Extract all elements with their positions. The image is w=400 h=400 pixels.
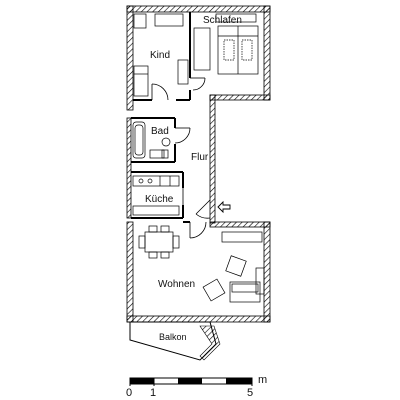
scale-tick-0: 0 <box>126 387 132 399</box>
bad-furniture <box>132 121 171 159</box>
scale-unit: m <box>258 374 267 386</box>
exterior-walls <box>126 5 271 323</box>
room-label-kueche: Küche <box>145 194 174 205</box>
room-label-schlafen: Schlafen <box>203 15 242 26</box>
room-label-flur: Flur <box>191 152 209 163</box>
kueche-furniture <box>132 175 180 216</box>
room-label-kind: Kind <box>150 50 170 61</box>
scale-tick-1: 1 <box>150 387 156 399</box>
balkon-rail <box>199 325 221 361</box>
kind-furniture <box>133 13 189 97</box>
scale-bar <box>129 377 253 386</box>
room-label-balkon: Balkon <box>159 332 187 342</box>
scale-tick-5: 5 <box>247 387 253 399</box>
room-label-wohnen: Wohnen <box>158 279 195 290</box>
room-label-bad: Bad <box>151 126 169 137</box>
schlafen-furniture <box>193 13 259 75</box>
wohnen-furniture <box>138 225 265 303</box>
interior-walls <box>131 12 191 223</box>
entrance-arrow-icon <box>217 200 231 214</box>
